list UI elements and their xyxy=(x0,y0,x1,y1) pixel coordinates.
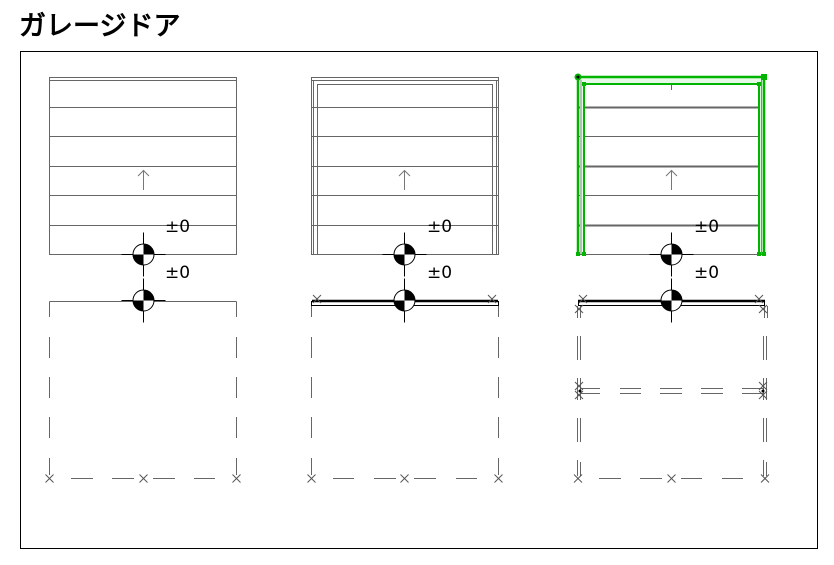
door-plan xyxy=(577,299,768,479)
x-mark-icon xyxy=(307,474,316,483)
elevation-marker-icon[interactable] xyxy=(382,232,427,277)
elevation-label: ±0 xyxy=(427,217,452,237)
x-mark-icon xyxy=(574,381,584,391)
elevation-marker-icon[interactable] xyxy=(649,278,694,323)
door-elevation xyxy=(311,77,499,255)
x-mark-icon xyxy=(232,474,241,483)
door-view-3-selected[interactable]: ±0 ±0 xyxy=(573,73,770,483)
x-mark-icon xyxy=(574,304,584,314)
door-view-1[interactable]: ±0 ±0 xyxy=(45,77,241,483)
door-elevation xyxy=(574,73,767,256)
elevation-label: ±0 xyxy=(427,263,452,283)
x-mark-icon xyxy=(574,390,584,400)
door-plan xyxy=(311,299,499,479)
drawing-frame xyxy=(20,51,818,549)
x-mark-icon xyxy=(494,474,503,483)
elevation-marker-icon[interactable] xyxy=(121,232,166,277)
elevation-marker-icon[interactable] xyxy=(649,232,694,277)
door-elevation xyxy=(49,77,237,255)
elevation-marker-icon[interactable] xyxy=(382,278,427,323)
up-arrow-icon xyxy=(665,169,678,190)
elevation-label: ±0 xyxy=(165,217,190,237)
door-plan xyxy=(49,301,237,479)
x-mark-icon xyxy=(758,304,768,314)
elevation-label: ±0 xyxy=(165,263,190,283)
x-mark-icon xyxy=(667,474,676,483)
elevation-label: ±0 xyxy=(694,263,719,283)
up-arrow-icon xyxy=(137,169,150,190)
door-view-2[interactable]: ±0 ±0 xyxy=(307,77,503,483)
elevation-label: ±0 xyxy=(694,217,719,237)
x-mark-icon xyxy=(760,474,770,483)
up-arrow-icon xyxy=(398,169,411,190)
x-mark-icon xyxy=(139,474,148,483)
elevation-marker-icon[interactable] xyxy=(121,278,166,323)
x-mark-icon xyxy=(45,474,54,483)
page-title: ガレージドア xyxy=(19,11,181,42)
x-mark-icon xyxy=(400,474,409,483)
